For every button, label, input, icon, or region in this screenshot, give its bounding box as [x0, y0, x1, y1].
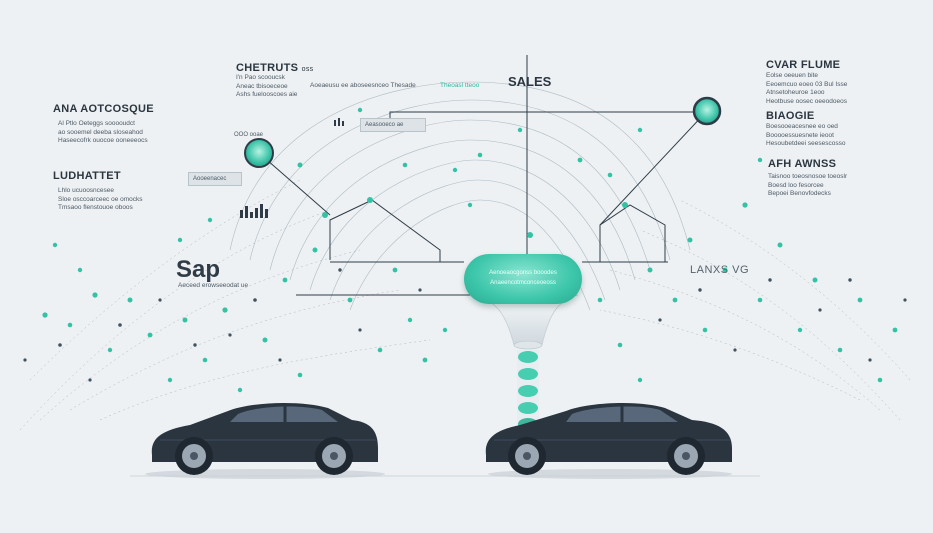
blurb-line: Boesd loo fesorcee — [768, 181, 824, 189]
heading-top-center-suffix: oss — [301, 66, 314, 73]
heading-left-top: ANA AOTCOSQUE — [53, 103, 154, 115]
heading-right-mid: BIAOGIE — [766, 110, 815, 122]
blurb-top-center-row-teal: Theoasl tteoo — [440, 82, 480, 89]
stacked-discs — [517, 350, 539, 430]
blurb-right-top: Eolse oeeuen bite Eeoemcuo eoeo 03 Bul I… — [766, 72, 847, 106]
node-right — [692, 96, 722, 126]
heading-right-low: AFH AWNSS — [768, 158, 837, 170]
blurb-line: Lhlo ucuoosncesee — [58, 187, 115, 194]
heading-top-center-text: CHETRUTS — [236, 62, 299, 74]
tag-box-top: Aeasooeco ae — [360, 118, 426, 132]
blurb-line: Hesoubetdeei seesescosso — [766, 140, 846, 147]
blurb-line: Heotbuse oosec oeeodoeos — [766, 97, 847, 105]
car-left — [145, 402, 385, 479]
node-left — [244, 138, 274, 168]
blurb-line: Atnsetoheuroe 1eoo — [766, 89, 825, 96]
pill-line-2: Anaeencotmconceoeoss — [490, 280, 556, 286]
tag-box-left: Aooeenacec — [188, 172, 242, 186]
heading-left-mid: LUDHATTET — [53, 170, 121, 182]
heading-sap: Sap — [176, 256, 221, 283]
blurb-line: Tmsaoo flenstouoe oboos — [58, 204, 133, 211]
blurb-right-mid: Boesooeacesnee eo oed Booooessuesnete ie… — [766, 123, 846, 149]
blurb-line: I'n Pao scooucsk — [236, 74, 285, 81]
sales-funnel-pill: Aenoeaocgonss booodes Anaeencotmconceoeo… — [464, 254, 582, 304]
blurb-line: Booooessuesnete ieoot — [766, 131, 834, 139]
car-right — [485, 402, 732, 479]
blurb-top-center: I'n Pao scooucsk Aneac tbisoeceoe Ashs f… — [236, 74, 297, 100]
blurb-line: Aneac tbisoeceoe — [236, 82, 288, 90]
blurb-line: Ashs fuelooscoes aie — [236, 91, 298, 98]
blurb-line: Taisnoo toeosnosoe toeoslr — [768, 173, 848, 180]
blurb-line: Eeoemcuo eoeo 03 Bul Isse — [766, 80, 848, 88]
data-points — [23, 107, 907, 393]
data-flow-lines — [19, 179, 911, 431]
heading-sales: SALES — [508, 74, 552, 89]
blurb-line: Sloe osccoarceec oe omocks — [58, 195, 143, 203]
blurb-top-center-row: Aoeaeusu ee aboseesnceo Thesade — [310, 82, 416, 89]
blurb-line: Haseecofrk ouocoe ooneeeocs — [58, 137, 148, 144]
blurb-line: Eolse oeeuen bite — [766, 72, 819, 79]
arc-curves — [229, 81, 691, 311]
sap-subtitle: Aeceed erowseeodat ue — [178, 282, 249, 289]
heading-right-top: CVAR FLUME — [766, 59, 841, 71]
blurb-line: Al Ptlo Oeteggs sooooudct — [58, 120, 135, 127]
label-lanxs: LANXS VG — [690, 264, 750, 276]
blurb-left-mid: Lhlo ucuoosncesee Sloe osccoarceec oe om… — [58, 187, 143, 213]
mini-bar-icons — [240, 118, 344, 218]
blurb-left-top: Al Ptlo Oeteggs sooooudct ao sooemel dee… — [58, 120, 148, 146]
pill-line-1: Aenoeaocgonss booodes — [489, 270, 557, 276]
heading-top-center: CHETRUTS oss — [236, 62, 313, 74]
blurb-line: Boesooeacesnee eo oed — [766, 123, 838, 130]
blurb-right-low: Taisnoo toeosnosoe toeoslr Boesd loo fes… — [768, 173, 847, 199]
tag-label: OOO ooae — [234, 132, 264, 138]
blurb-line: Bepoei Benovfodecks — [768, 190, 831, 197]
blurb-line: ao sooemel deeba sloseahod — [58, 128, 143, 136]
